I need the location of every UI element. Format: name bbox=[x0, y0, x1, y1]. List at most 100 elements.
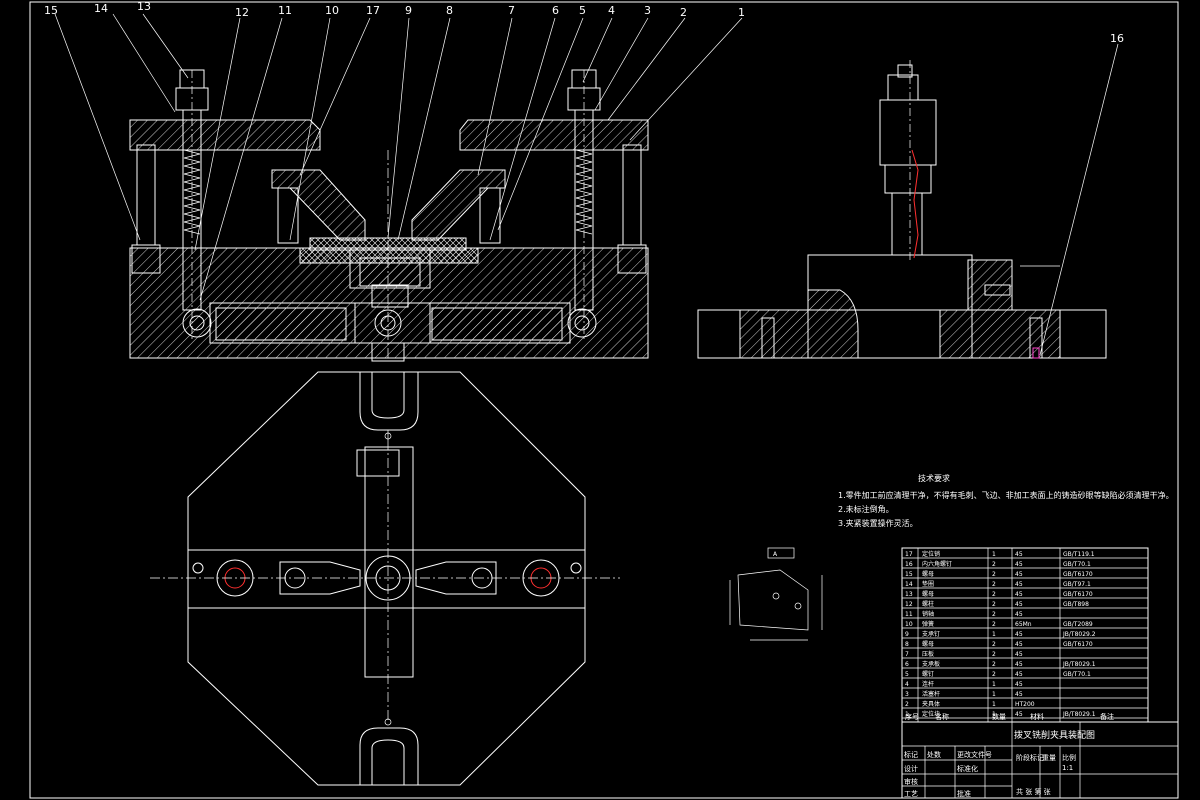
bom-cell-qty: 1 bbox=[992, 711, 996, 718]
bom-cell-mat: 45 bbox=[1015, 711, 1023, 718]
bom-cell-no: 1 bbox=[905, 711, 909, 718]
svg-text:更改文件号: 更改文件号 bbox=[957, 750, 992, 759]
bom-cell-name: 螺母 bbox=[922, 570, 934, 578]
bom-cell-name: 销轴 bbox=[922, 610, 934, 618]
bom-cell-no: 2 bbox=[905, 701, 909, 708]
bom-cell-qty: 2 bbox=[992, 581, 996, 588]
bom-cell-mat: 45 bbox=[1015, 651, 1023, 658]
svg-text:A: A bbox=[773, 551, 778, 558]
bom-cell-no: 12 bbox=[905, 601, 913, 608]
svg-text:1:1: 1:1 bbox=[1062, 764, 1073, 772]
bom-cell-qty: 2 bbox=[992, 571, 996, 578]
bom-header-remark: 备注 bbox=[1100, 712, 1114, 721]
balloon-10: 10 bbox=[325, 4, 339, 17]
svg-text:设计: 设计 bbox=[904, 764, 918, 773]
bom-cell-qty: 2 bbox=[992, 641, 996, 648]
bom-cell-mat: 45 bbox=[1015, 691, 1023, 698]
bom-cell-std: GB/T97.1 bbox=[1063, 581, 1091, 588]
bom-cell-mat: 45 bbox=[1015, 631, 1023, 638]
bom-cell-no: 8 bbox=[905, 641, 909, 648]
bom-cell-qty: 1 bbox=[992, 691, 996, 698]
bom-cell-name: 内六角螺钉 bbox=[922, 560, 952, 568]
bom-cell-std: GB/T2089 bbox=[1063, 621, 1093, 628]
svg-text:重量: 重量 bbox=[1042, 754, 1056, 762]
bom-header-qty: 数量 bbox=[992, 712, 1006, 721]
bom-cell-mat: 45 bbox=[1015, 571, 1023, 578]
balloon-16: 16 bbox=[1110, 32, 1124, 45]
bom-cell-no: 3 bbox=[905, 691, 909, 698]
svg-text:比例: 比例 bbox=[1062, 753, 1076, 762]
bom-header-mat: 材料 bbox=[1030, 712, 1044, 721]
bom-cell-no: 9 bbox=[905, 631, 909, 638]
bom-cell-mat: 45 bbox=[1015, 591, 1023, 598]
bom-cell-std: JB/T8029.2 bbox=[1062, 631, 1096, 638]
bom-cell-no: 5 bbox=[905, 671, 909, 678]
bom-cell-mat: 45 bbox=[1015, 681, 1023, 688]
bom-cell-name: 活塞杆 bbox=[922, 690, 940, 698]
bom-cell-qty: 2 bbox=[992, 671, 996, 678]
bom-cell-no: 6 bbox=[905, 661, 909, 668]
bom-cell-std: GB/T898 bbox=[1063, 601, 1089, 608]
balloon-14: 14 bbox=[94, 2, 108, 15]
front-section-view bbox=[129, 69, 649, 362]
balloon-6: 6 bbox=[552, 4, 559, 17]
top-view bbox=[150, 371, 620, 786]
bom-cell-mat: 45 bbox=[1015, 641, 1023, 648]
drawing-title: 拨叉铣削夹具装配图 bbox=[1014, 729, 1095, 741]
tech-item-2: 2.未标注倒角。 bbox=[838, 504, 894, 514]
tech-item-3: 3.夹紧装置操作灵活。 bbox=[838, 518, 918, 528]
bom-cell-std: GB/T6170 bbox=[1063, 591, 1093, 598]
bom-cell-qty: 2 bbox=[992, 661, 996, 668]
bom-cell-qty: 1 bbox=[992, 631, 996, 638]
bom-cell-qty: 1 bbox=[992, 701, 996, 708]
bom-cell-mat: 65Mn bbox=[1015, 621, 1032, 628]
bom-cell-name: 垫圈 bbox=[922, 580, 934, 588]
bom-cell-no: 17 bbox=[905, 551, 913, 558]
bom-cell-no: 7 bbox=[905, 651, 909, 658]
svg-text:标记: 标记 bbox=[904, 750, 918, 759]
svg-text:处数: 处数 bbox=[927, 750, 941, 759]
bom-cell-mat: 45 bbox=[1015, 561, 1023, 568]
bom-cell-name: 压板 bbox=[922, 650, 934, 658]
balloon-4: 4 bbox=[608, 4, 615, 17]
bom-cell-name: 连杆 bbox=[922, 680, 934, 688]
bom-cell-qty: 2 bbox=[992, 621, 996, 628]
balloon-12: 12 bbox=[235, 6, 249, 19]
bom-cell-std: GB/T6170 bbox=[1063, 571, 1093, 578]
bom-cell-std: JB/T8029.1 bbox=[1062, 661, 1096, 668]
bom-cell-qty: 2 bbox=[992, 601, 996, 608]
svg-text:审核: 审核 bbox=[904, 777, 918, 786]
bom-cell-name: 螺母 bbox=[922, 640, 934, 648]
bom-cell-std: GB/T70.1 bbox=[1063, 561, 1091, 568]
bom-cell-mat: 45 bbox=[1015, 601, 1023, 608]
tech-heading: 技术要求 bbox=[918, 473, 950, 483]
tech-item-1: 1.零件加工前应清理干净，不得有毛刺、飞边、非加工表面上的铸造砂眼等缺陷必须清理… bbox=[838, 490, 1174, 500]
svg-text:批准: 批准 bbox=[957, 789, 971, 798]
svg-text:共 张 第 张: 共 张 第 张 bbox=[1016, 787, 1051, 796]
balloon-leaders bbox=[54, 13, 1119, 356]
balloon-11: 11 bbox=[278, 4, 292, 17]
svg-text:阶段标记: 阶段标记 bbox=[1016, 753, 1044, 762]
balloon-3: 3 bbox=[644, 4, 651, 17]
bom-cell-name: 定位销 bbox=[922, 550, 940, 558]
balloon-5: 5 bbox=[579, 4, 586, 17]
bom-cell-no: 4 bbox=[905, 681, 909, 688]
bom-cell-no: 16 bbox=[905, 561, 913, 568]
balloon-9: 9 bbox=[405, 4, 412, 17]
datum-detail-sketch: A bbox=[729, 547, 823, 641]
balloon-7: 7 bbox=[508, 4, 515, 17]
bom-cell-qty: 1 bbox=[992, 551, 996, 558]
svg-text:标准化: 标准化 bbox=[957, 764, 978, 773]
bom-cell-no: 11 bbox=[905, 611, 913, 618]
svg-text:工艺: 工艺 bbox=[904, 790, 918, 798]
drawing-border bbox=[29, 1, 1179, 799]
bom-cell-name: 夹具体 bbox=[922, 700, 940, 708]
bom-cell-no: 13 bbox=[905, 591, 913, 598]
bom-cell-mat: 45 bbox=[1015, 551, 1023, 558]
bom-cell-std: GB/T70.1 bbox=[1063, 671, 1091, 678]
bom-cell-mat: 45 bbox=[1015, 581, 1023, 588]
bom-cell-mat: 45 bbox=[1015, 661, 1023, 668]
bom-cell-qty: 1 bbox=[992, 681, 996, 688]
